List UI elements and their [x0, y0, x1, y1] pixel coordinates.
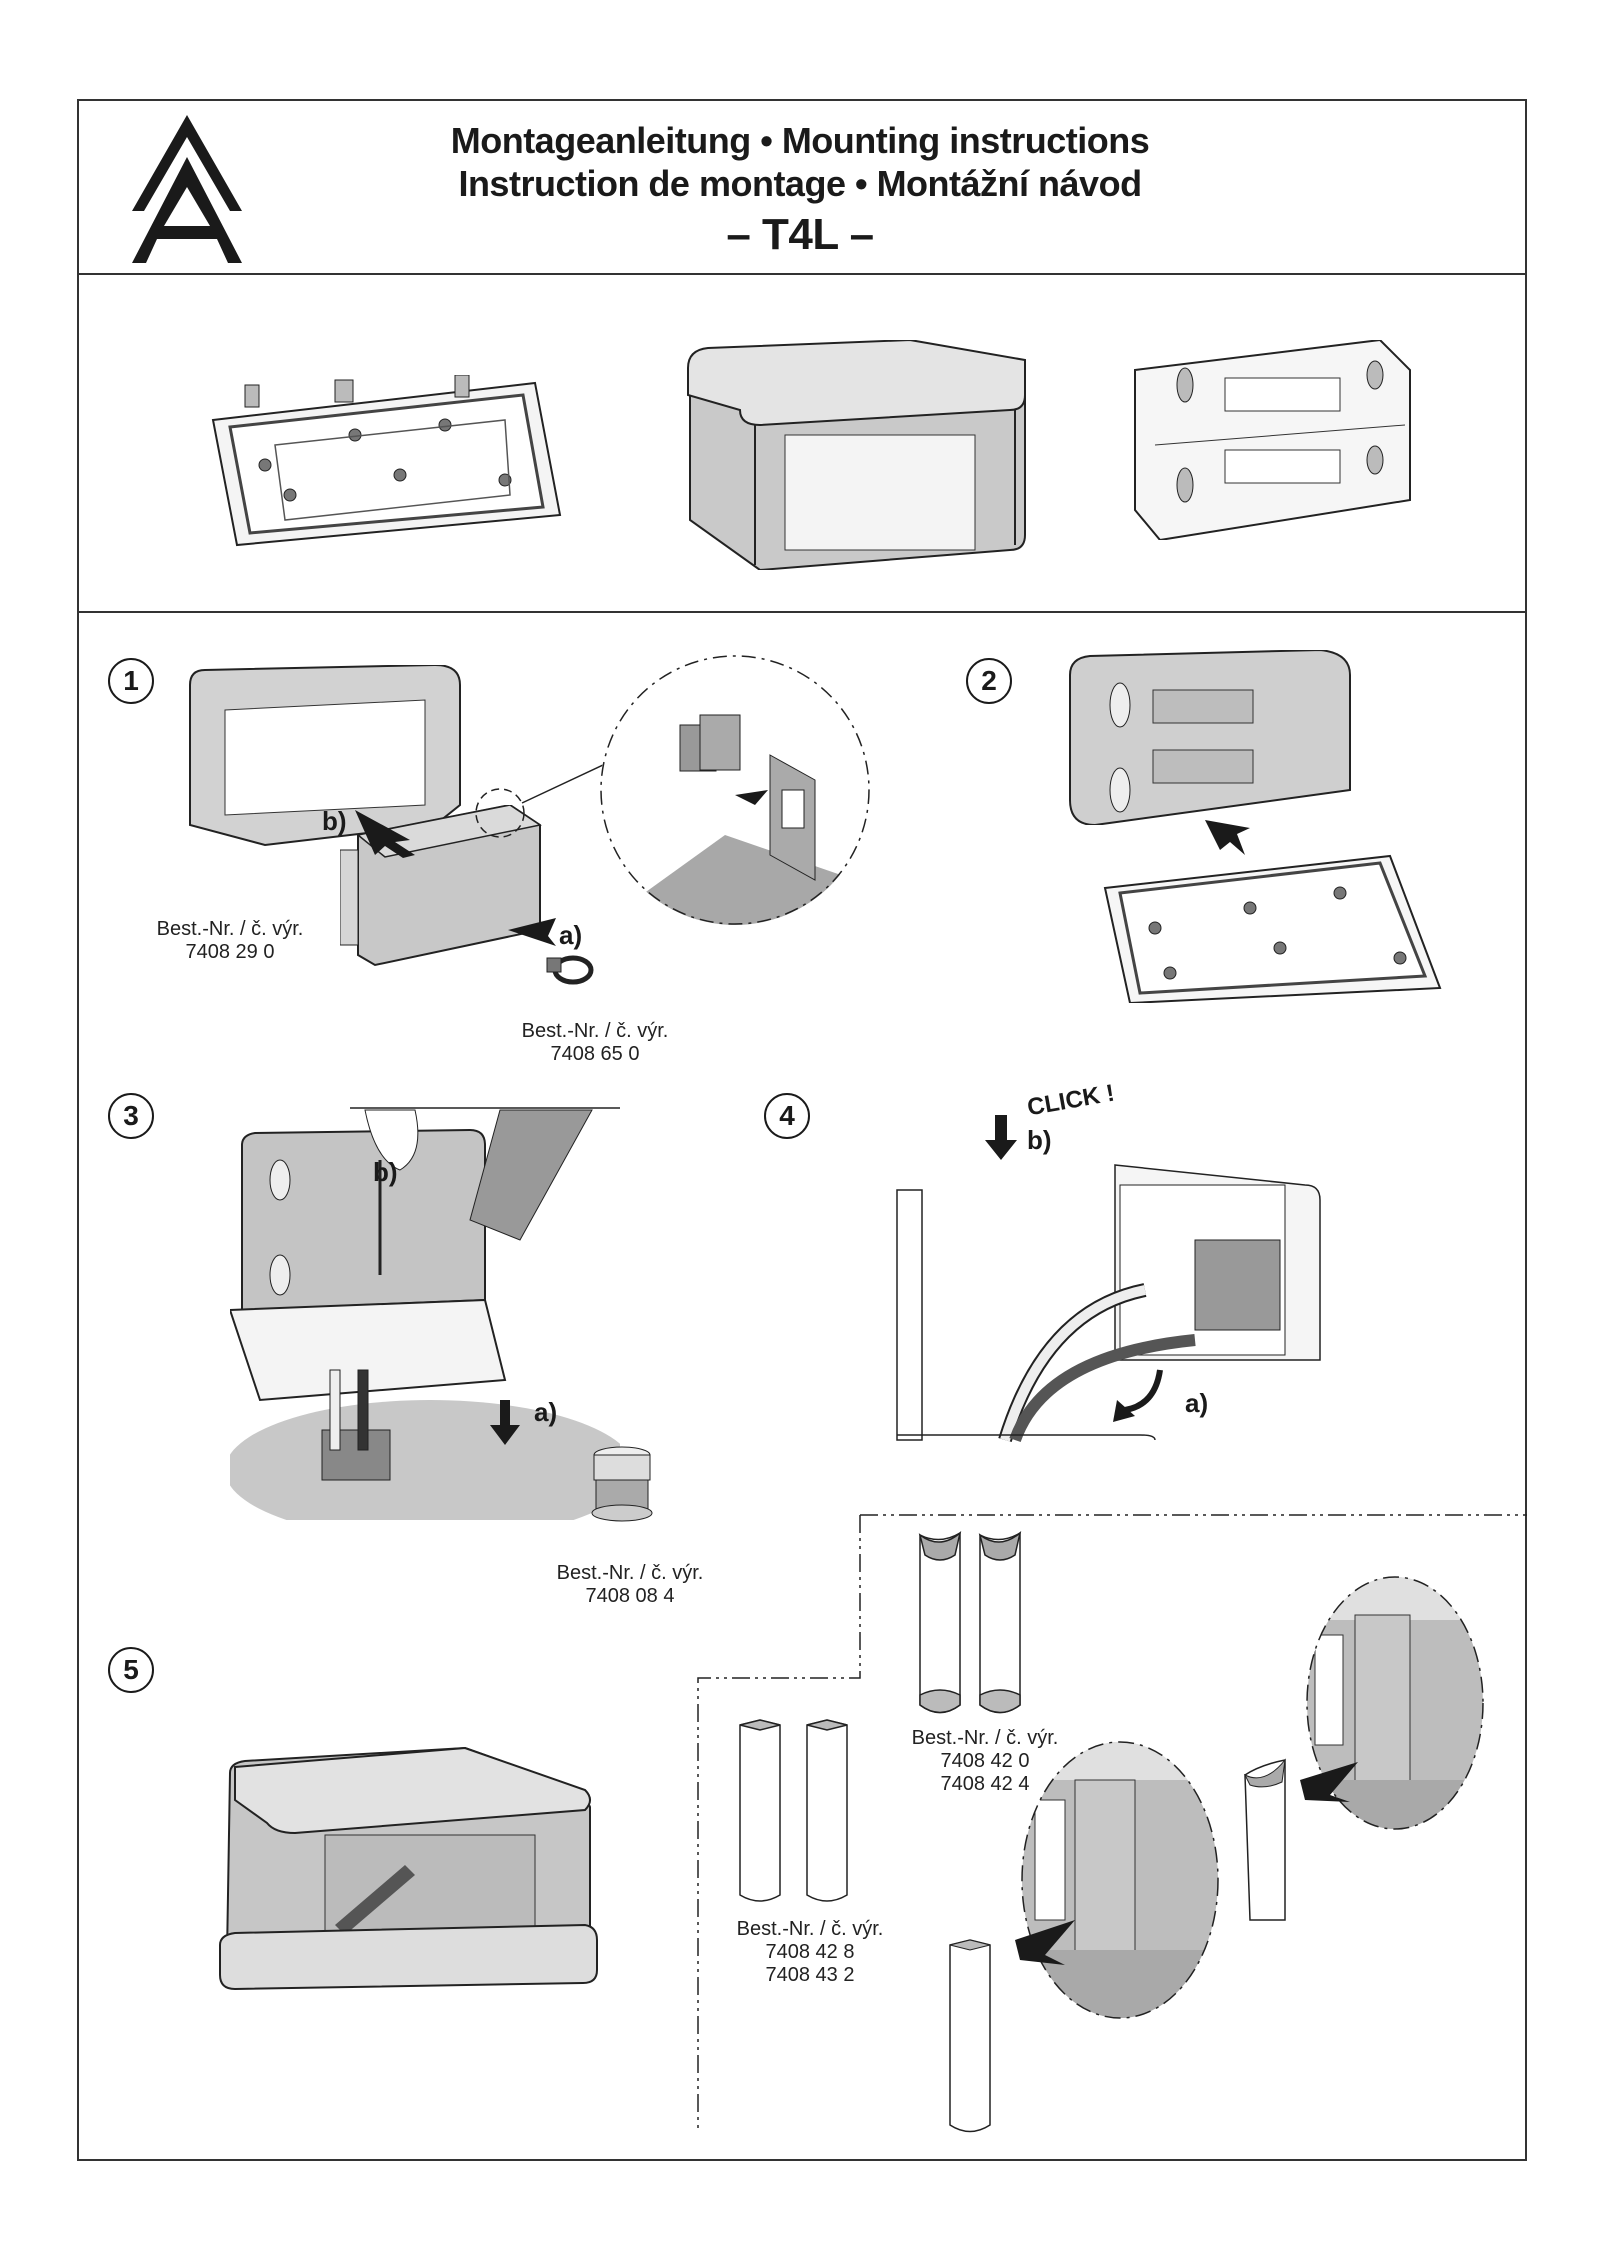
inner-corner-part-label: Best.-Nr. / č. výr. 7408 42 0 7408 42 4	[911, 1727, 1059, 1795]
step-1-detail-callout	[475, 655, 870, 925]
step-4-illustration	[896, 1164, 1321, 1443]
model-title: – T4L –	[726, 210, 874, 259]
step-1-part-a-label: Best.-Nr. / č. výr. 7408 29 0	[156, 918, 304, 963]
step-3-illustration	[230, 1107, 620, 1520]
outer-corner-part-label: Best.-Nr. / č. výr. 7408 42 8 7408 43 2	[736, 1918, 884, 1986]
accessory-panel-border	[697, 1514, 1527, 2130]
step-2-base-illustration	[1103, 854, 1442, 1003]
step-1-part-b-label: Best.-Nr. / č. výr. 7408 65 0	[521, 1020, 669, 1065]
outer-corner-detail-callout	[1021, 1741, 1219, 2019]
inner-corner-piece-with-arrow	[1243, 1758, 1358, 1921]
step-5-assembled-illustration	[219, 1746, 598, 1990]
assembled-box-illustration	[687, 340, 1026, 570]
outer-corner-profiles-illustration	[739, 1719, 848, 1902]
step-3-badge: 3	[108, 1093, 154, 1139]
outer-corner-piece-with-arrow	[949, 1920, 1075, 2133]
step-1-housing-illustration	[189, 665, 461, 847]
cable-clamp-icon	[546, 955, 594, 985]
inner-corner-detail-callout	[1306, 1576, 1484, 1830]
step-4-label-a: a)	[1185, 1388, 1209, 1418]
step-1-arrow-b	[355, 810, 415, 858]
step-2-arrow	[1205, 820, 1250, 855]
step-3-label-a: a)	[534, 1397, 558, 1427]
step-1-label-a: a)	[559, 920, 583, 950]
manufacturer-logo-icon	[132, 115, 242, 263]
step-3-label-b: b)	[373, 1157, 398, 1187]
step-2-frame-illustration	[1069, 650, 1351, 825]
base-plate-illustration	[211, 375, 562, 547]
step-5-badge: 5	[108, 1647, 154, 1693]
step-4-badge: 4	[764, 1093, 810, 1139]
fixing-nut-icon	[591, 1446, 653, 1522]
title-line-1: Montageanleitung • Mounting instructions	[450, 120, 1150, 161]
device-frame-illustration	[1134, 340, 1411, 540]
step-4-label-b: b)	[1027, 1125, 1052, 1155]
title-line-2: Instruction de montage • Montážní návod	[458, 163, 1142, 204]
header-divider	[77, 273, 1527, 275]
step-2-badge: 2	[966, 658, 1012, 704]
overview-divider	[77, 611, 1527, 613]
step-1-label-b: b)	[322, 806, 347, 836]
step-1-arrow-a	[508, 918, 556, 946]
step-4-arrow-down	[985, 1115, 1017, 1160]
step-1-badge: 1	[108, 658, 154, 704]
page-frame	[77, 99, 1527, 2161]
step-3-part-label: Best.-Nr. / č. výr. 7408 08 4	[556, 1562, 704, 1607]
inner-corner-profiles-illustration	[918, 1530, 1022, 1714]
